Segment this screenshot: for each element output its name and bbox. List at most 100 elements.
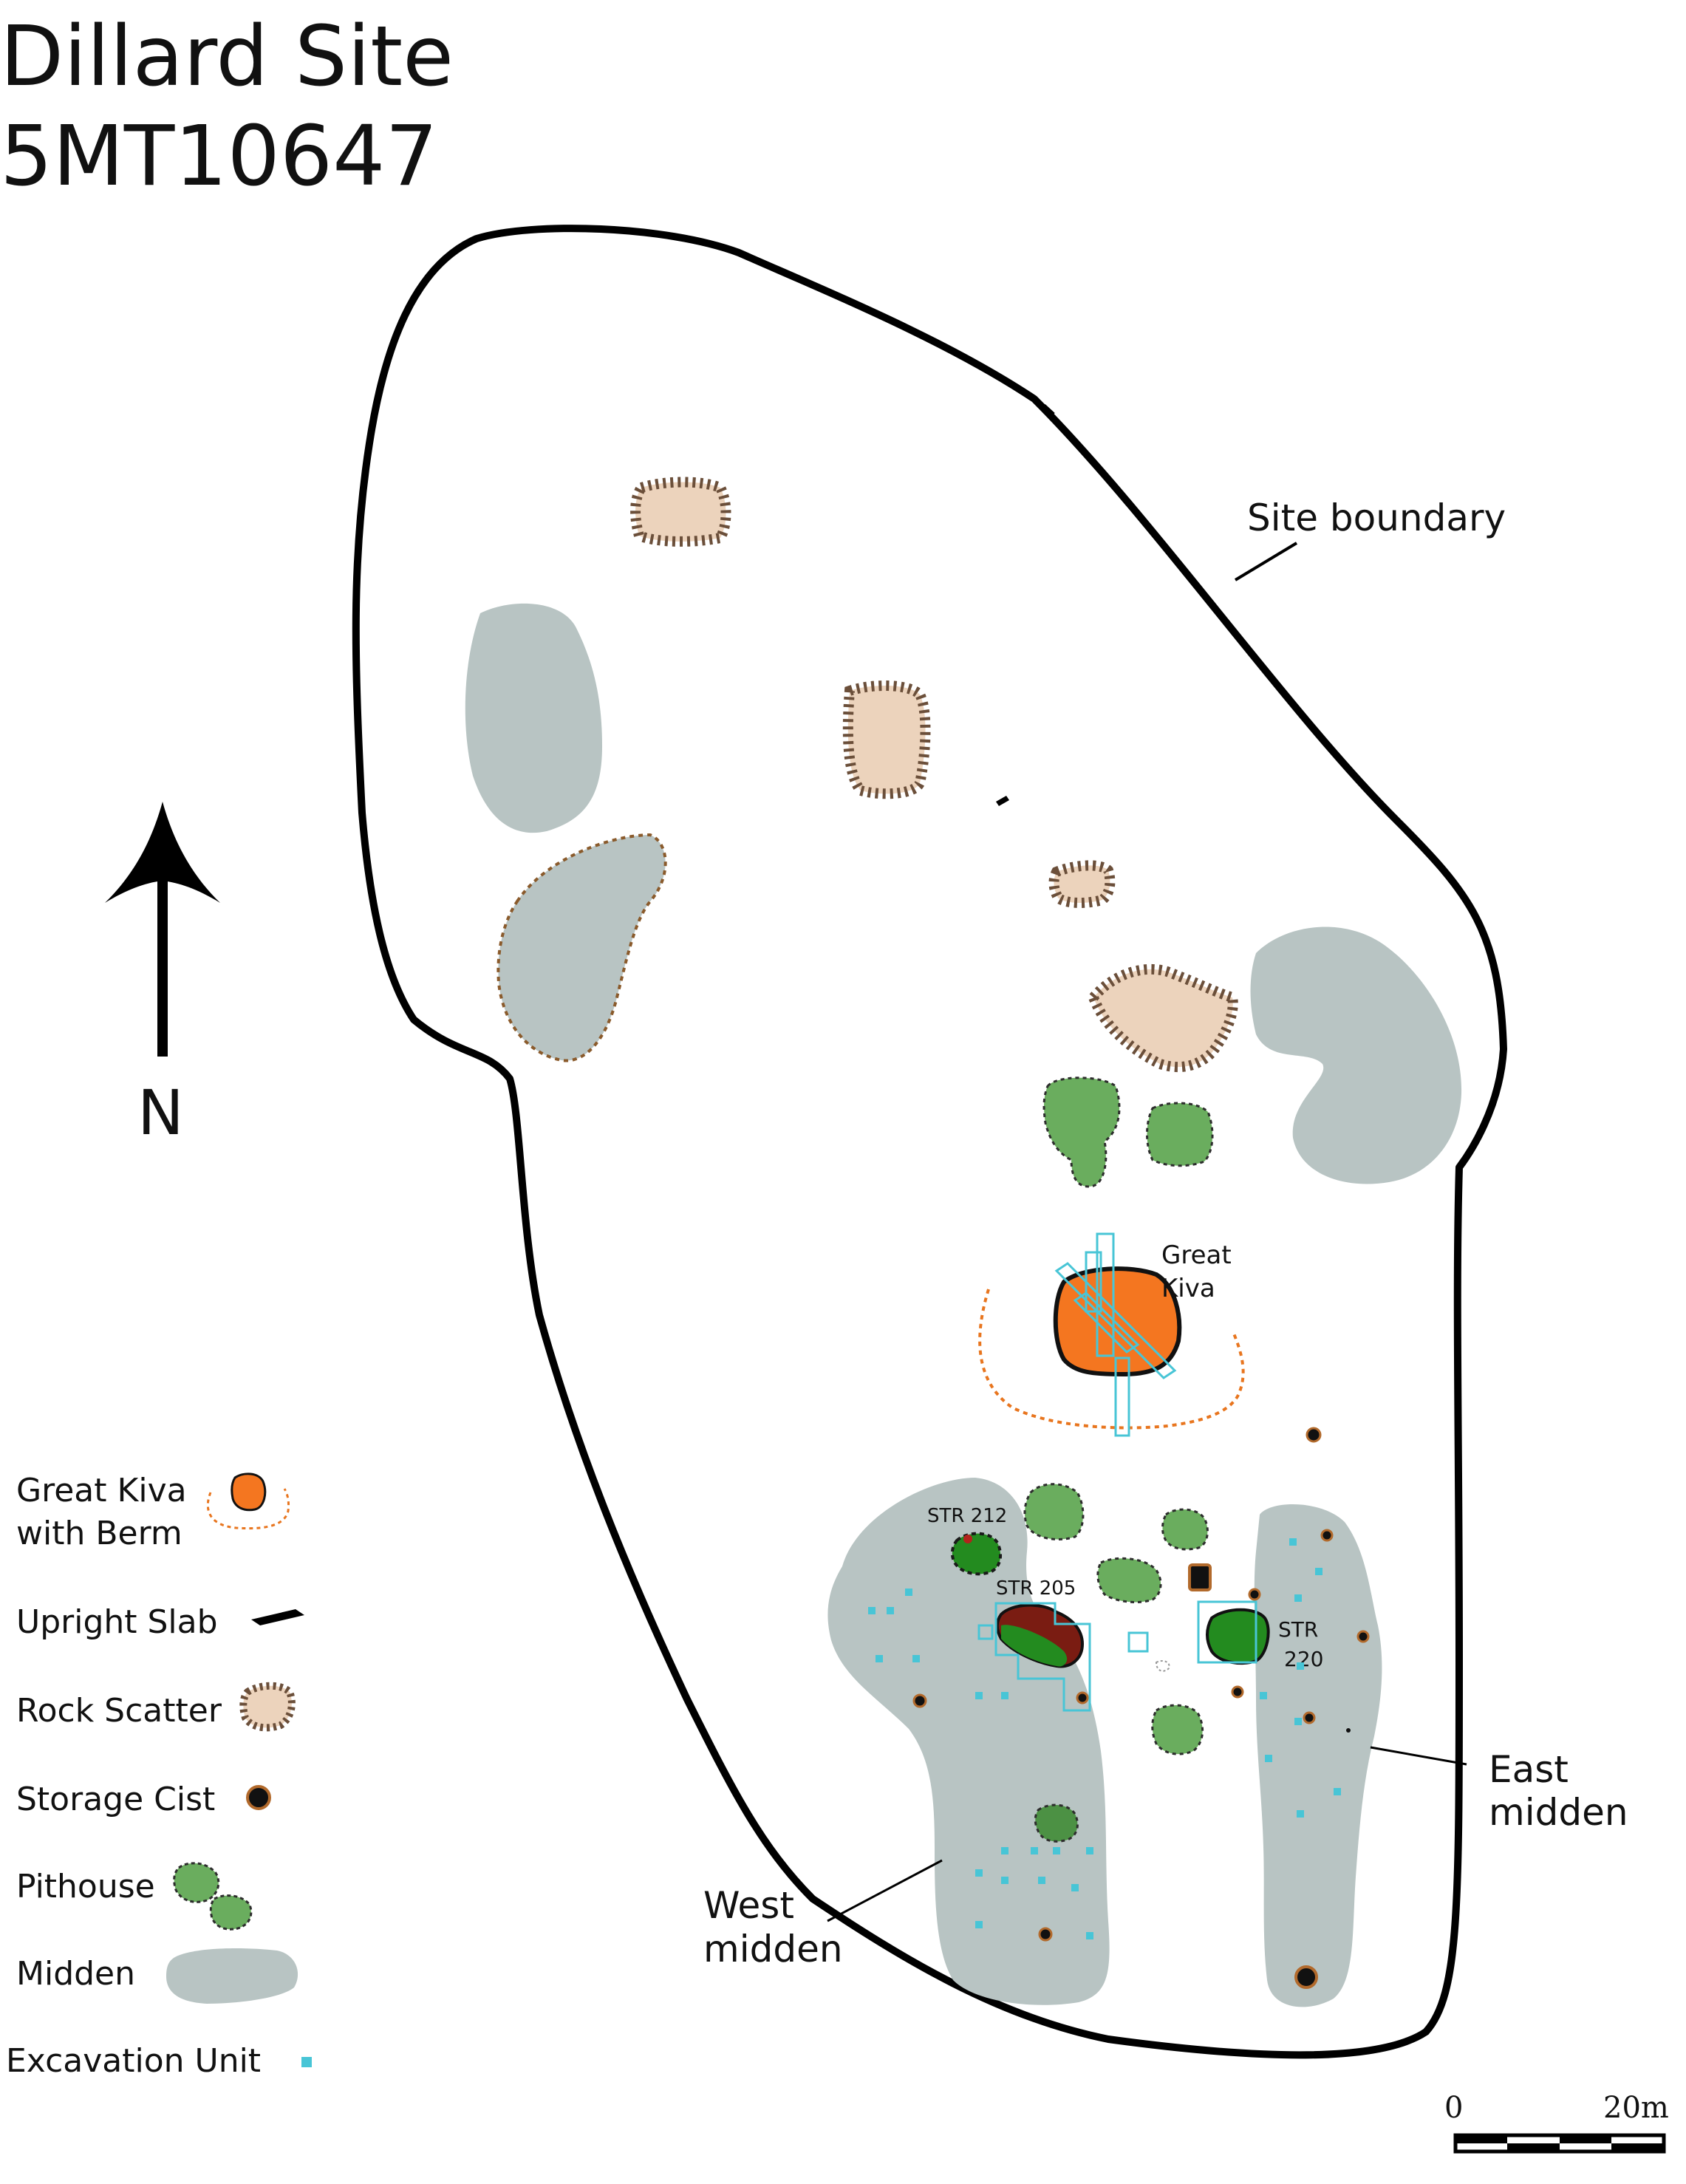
site-boundary: [352, 225, 1507, 2059]
midden-northwest: [465, 603, 602, 833]
rock-scatter-north: [630, 477, 731, 547]
excavation-unit: [1260, 1692, 1267, 1699]
excavation-unit: [1297, 1662, 1304, 1670]
excavation-unit: [1071, 1884, 1079, 1891]
excavation-unit: [1265, 1755, 1272, 1762]
excavation-unit: [905, 1588, 912, 1596]
rock-scatter-small: [1048, 860, 1116, 908]
str212-label: STR 212: [927, 1505, 1007, 1527]
excavation-units: [868, 1538, 1341, 1939]
storage-cist: [1356, 1630, 1370, 1643]
pithouse-symbol-icon: [173, 1862, 253, 1931]
great-kiva-excavation-trenches: [1054, 1232, 1177, 1437]
midden-west: [827, 1478, 1110, 2005]
pithouse-c: [1096, 1557, 1162, 1604]
str205-group: STR 205: [977, 1577, 1149, 1712]
excavation-unit: [1315, 1568, 1322, 1575]
great-kiva-berm: [978, 1289, 1245, 1430]
east-midden-leader: [1370, 1746, 1467, 1766]
site-boundary-label: Site boundary: [1247, 496, 1506, 539]
excavation-unit: [1289, 1538, 1297, 1546]
scale-bar: 0 20m: [1444, 2091, 1669, 2154]
upright-slab-symbol-icon: [251, 1609, 304, 1625]
north-label: N: [137, 1076, 184, 1149]
excavation-unit: [868, 1607, 876, 1614]
site-boundary-leader: [1234, 542, 1298, 581]
west-midden-label-group: West midden: [703, 1859, 943, 1970]
excavation-unit: [1334, 1788, 1341, 1795]
excavation-unit: [975, 1692, 983, 1699]
map-title: Dillard Site 5MT10647: [0, 9, 454, 205]
str212-pithouse: [950, 1532, 1003, 1576]
pithouse-north-2: [1146, 1102, 1214, 1167]
storage-cist-small: [1346, 1728, 1351, 1733]
excavation-unit: [1038, 1877, 1045, 1884]
legend-label-great-kiva-line2: with Berm: [16, 1515, 182, 1552]
site-boundary-label-group: Site boundary: [1234, 496, 1506, 581]
str205-label: STR 205: [996, 1577, 1076, 1600]
scale-bar-segment: [1455, 2135, 1507, 2143]
great-kiva-symbol-icon: [206, 1473, 290, 1530]
storage-cist: [1248, 1588, 1261, 1601]
str205-excavation-outline: [994, 1602, 1091, 1712]
pithouse-west-midden: [1034, 1803, 1079, 1843]
str220-excavation-unit: [1197, 1600, 1257, 1664]
site-number: 5MT10647: [0, 109, 438, 205]
excavation-unit: [887, 1607, 894, 1614]
str220-group: STR 220: [1197, 1600, 1323, 1671]
scale-max-label: 20m: [1603, 2091, 1669, 2125]
excavation-unit-symbol-icon: [301, 2057, 312, 2067]
midden-east: [1254, 1504, 1382, 2007]
rock-scatters: [630, 477, 1238, 1073]
pithouse-d: [1151, 1704, 1204, 1755]
legend-label-rock-scatter: Rock Scatter: [16, 1692, 222, 1730]
midden-northeast: [1250, 927, 1462, 1184]
excavation-unit: [1294, 1718, 1302, 1725]
trench-vertical-3: [1114, 1357, 1130, 1437]
rock-scatter-symbol-icon: [239, 1682, 296, 1732]
storage-cist: [1320, 1529, 1334, 1542]
midden-west-berm: [496, 833, 667, 1062]
west-midden-label-line2: midden: [703, 1928, 843, 1970]
small-dotted-feature: [1155, 1660, 1170, 1672]
storage-feature-square: [1188, 1563, 1212, 1591]
excavation-unit: [1297, 1810, 1304, 1818]
north-arrow: N: [105, 802, 220, 1149]
excavation-unit: [1001, 1847, 1008, 1854]
str220-label-line1: STR: [1278, 1617, 1318, 1642]
trench-vertical-1: [1096, 1232, 1115, 1357]
west-midden-leader: [827, 1859, 943, 1922]
storage-cist: [1303, 1711, 1316, 1724]
upright-slab: [996, 796, 1009, 806]
legend-label-midden: Midden: [16, 1955, 135, 1993]
pithouses: [1023, 1076, 1214, 1755]
storage-cist: [1076, 1691, 1089, 1704]
midden-symbol-icon: [166, 1948, 298, 2004]
excavation-unit: [975, 1869, 983, 1877]
storage-cist: [1306, 1427, 1322, 1443]
str205-excavation-units: [977, 1602, 1149, 1712]
storage-cist: [912, 1693, 927, 1708]
rock-scatter-south: [1088, 963, 1238, 1073]
excavation-unit: [1031, 1847, 1038, 1854]
str212-marker: [963, 1535, 972, 1543]
str205-green-part: [1001, 1625, 1068, 1667]
pithouse-b: [1161, 1508, 1209, 1551]
great-kiva-label-line1: Great: [1161, 1241, 1232, 1270]
excavation-unit: [1086, 1932, 1093, 1939]
pithouse-north-1: [1042, 1076, 1121, 1188]
excavation-unit: [1053, 1847, 1060, 1854]
scale-bar-segment: [1560, 2135, 1611, 2143]
excavation-unit: [1086, 1847, 1093, 1854]
str220-structure: [1206, 1608, 1270, 1665]
storage-cist-symbol-icon: [246, 1785, 271, 1810]
west-midden-label-line1: West: [703, 1884, 794, 1927]
legend-label-excavation-unit: Excavation Unit: [6, 2042, 261, 2080]
east-midden-label-line1: East: [1489, 1748, 1569, 1791]
legend: Great Kiva with Berm Upright Slab Rock S…: [6, 1472, 312, 2080]
storage-cist-large: [1294, 1965, 1318, 1989]
storage-cists: [912, 1427, 1370, 1989]
scale-bar-segment: [1507, 2143, 1560, 2151]
legend-label-great-kiva-line1: Great Kiva: [16, 1472, 187, 1509]
